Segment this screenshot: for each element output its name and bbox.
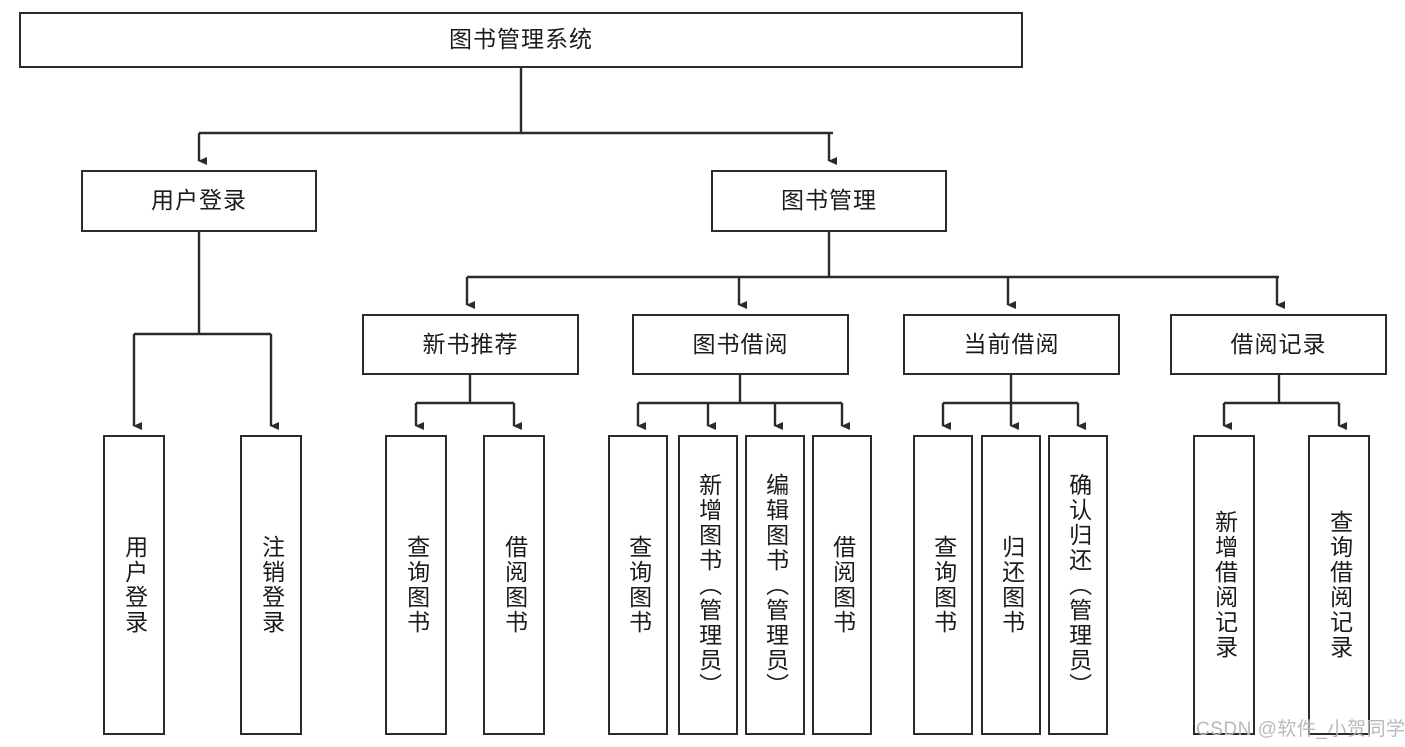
leaf-borrow-book-recommend-label: 借阅图书 (501, 535, 528, 635)
leaf-borrow-book-label: 借阅图书 (829, 535, 856, 635)
node-new-book-recommend[interactable]: 新书推荐 (362, 314, 579, 375)
leaf-return-book[interactable]: 归还图书 (981, 435, 1041, 735)
leaf-user-logout[interactable]: 注销登录 (240, 435, 302, 735)
node-root[interactable]: 图书管理系统 (19, 12, 1023, 68)
node-book-borrow-label: 图书借阅 (692, 330, 789, 357)
leaf-query-book-current-label: 查询图书 (930, 535, 957, 635)
node-user-login-label: 用户登录 (151, 187, 247, 214)
leaf-return-book-label: 归还图书 (998, 535, 1025, 635)
leaf-add-borrow-record-label: 新增借阅记录 (1211, 510, 1238, 660)
leaf-edit-book-admin-label: 编辑图书（管理员） (762, 472, 789, 698)
node-book-borrow[interactable]: 图书借阅 (632, 314, 849, 375)
leaf-query-borrow-record-label: 查询借阅记录 (1326, 510, 1353, 660)
node-user-login[interactable]: 用户登录 (81, 170, 317, 232)
leaf-borrow-book[interactable]: 借阅图书 (812, 435, 872, 735)
leaf-query-book[interactable]: 查询图书 (608, 435, 668, 735)
leaf-add-book-admin[interactable]: 新增图书（管理员） (678, 435, 738, 735)
leaf-user-login-label: 用户登录 (121, 535, 148, 635)
leaf-user-login[interactable]: 用户登录 (103, 435, 165, 735)
leaf-borrow-book-recommend[interactable]: 借阅图书 (483, 435, 545, 735)
leaf-user-logout-label: 注销登录 (258, 535, 285, 635)
node-current-borrow[interactable]: 当前借阅 (903, 314, 1120, 375)
leaf-add-book-admin-label: 新增图书（管理员） (695, 472, 722, 698)
leaf-add-borrow-record[interactable]: 新增借阅记录 (1193, 435, 1255, 735)
node-book-management-label: 图书管理 (781, 187, 877, 214)
node-borrow-record-label: 借阅记录 (1230, 330, 1327, 357)
node-new-book-recommend-label: 新书推荐 (422, 330, 519, 357)
leaf-query-book-recommend[interactable]: 查询图书 (385, 435, 447, 735)
node-borrow-record[interactable]: 借阅记录 (1170, 314, 1387, 375)
node-root-label: 图书管理系统 (449, 26, 593, 53)
leaf-query-book-current[interactable]: 查询图书 (913, 435, 973, 735)
watermark-text: CSDN @软件_小贺同学 (1196, 719, 1405, 740)
node-book-management[interactable]: 图书管理 (711, 170, 947, 232)
leaf-confirm-return-admin-label: 确认归还（管理员） (1065, 472, 1092, 698)
leaf-confirm-return-admin[interactable]: 确认归还（管理员） (1048, 435, 1108, 735)
leaf-query-book-label: 查询图书 (625, 535, 652, 635)
leaf-query-book-recommend-label: 查询图书 (403, 535, 430, 635)
leaf-edit-book-admin[interactable]: 编辑图书（管理员） (745, 435, 805, 735)
node-current-borrow-label: 当前借阅 (963, 330, 1060, 357)
leaf-query-borrow-record[interactable]: 查询借阅记录 (1308, 435, 1370, 735)
